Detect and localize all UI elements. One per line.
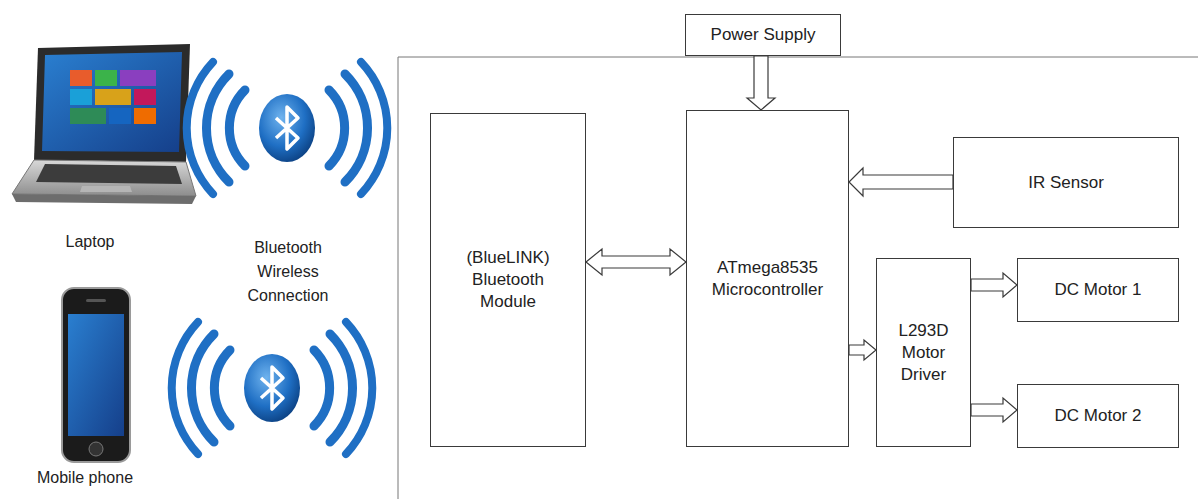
microcontroller-box: ATmega8535 Microcontroller [686, 110, 849, 447]
bluetooth-icon [187, 62, 388, 194]
block-arrow [747, 56, 775, 110]
bluetooth-module-box: (BlueLINK) Bluetooth Module [430, 113, 586, 447]
box-text: (BlueLINK) Bluetooth Module [453, 247, 563, 313]
box-text: L293D Motor Driver [885, 320, 962, 386]
sensor-box: IR Sensor [953, 137, 1179, 228]
box-text: Power Supply [711, 24, 816, 46]
bluetooth-icon [172, 322, 373, 454]
block-arrow [971, 398, 1017, 422]
connection-label: Bluetooth Wireless Connection [228, 236, 348, 308]
box-text: DC Motor 2 [1055, 405, 1142, 427]
block-arrow [849, 168, 953, 196]
device-label: Mobile phone [20, 466, 150, 490]
laptop-icon [12, 44, 196, 204]
device-label: Laptop [40, 230, 140, 254]
box-text: DC Motor 1 [1055, 279, 1142, 301]
block-arrow [849, 340, 876, 360]
box-text: ATmega8535 Microcontroller [697, 257, 838, 301]
block-arrow [586, 249, 686, 275]
motor-driver-box: L293D Motor Driver [876, 258, 971, 447]
block-arrow [971, 273, 1017, 297]
motor-box: DC Motor 1 [1017, 258, 1179, 322]
system-outline [398, 57, 1198, 499]
motor-box: DC Motor 2 [1017, 384, 1179, 448]
mobile-phone-icon [62, 288, 130, 462]
box-text: IR Sensor [1028, 172, 1104, 194]
power-supply-box: Power Supply [685, 14, 841, 56]
